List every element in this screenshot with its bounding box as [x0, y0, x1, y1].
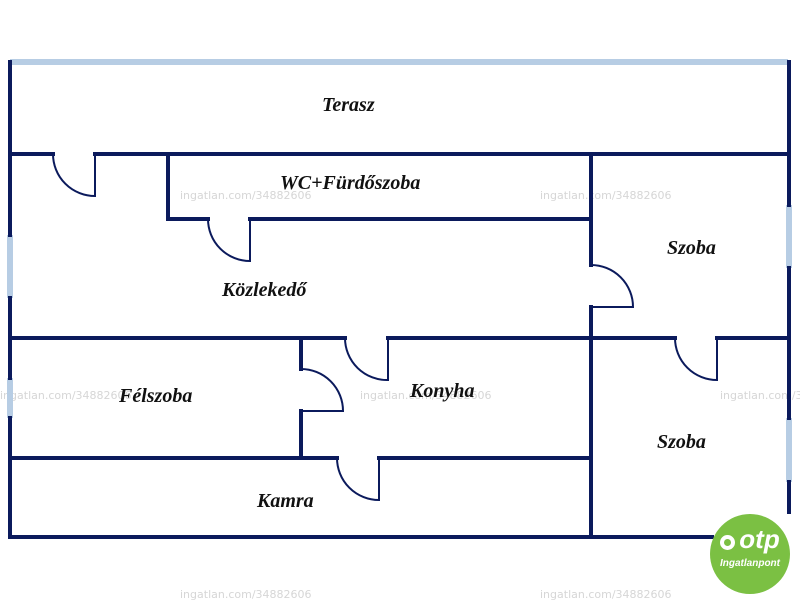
watermark: ingatlan.com/34882606 — [180, 588, 312, 600]
watermark: ingatlan.com/34882606 — [360, 389, 492, 402]
watermark: ingatlan.com/34882606 — [720, 389, 800, 402]
door-terrace — [52, 153, 96, 198]
logo-subtitle: Ingatlanpont — [720, 558, 780, 569]
windows — [7, 59, 792, 482]
room-label-wc-furdoszoba: WC+Fürdőszoba — [280, 172, 420, 194]
room-label-felszoba: Félszoba — [118, 385, 192, 407]
otp-logo-icon: otp Ingatlanpont — [710, 514, 790, 594]
room-label-terasz: Terasz — [322, 94, 375, 116]
door-kitchen — [344, 337, 389, 382]
watermark: ingatlan.com/34882606 — [540, 189, 672, 202]
door-bathroom — [207, 218, 251, 263]
door-room-top — [590, 264, 635, 308]
logo-mark: otp — [710, 524, 790, 554]
watermark: ingatlan.com/34882606 — [540, 588, 672, 600]
room-label-konyha: Konyha — [409, 380, 474, 402]
walls — [8, 60, 791, 539]
door-room-bottom — [674, 337, 718, 382]
room-labels: Terasz WC+Fürdőszoba Közlekedő Szoba Fél… — [118, 94, 716, 512]
door-pantry — [336, 457, 380, 502]
room-label-szoba-bottom: Szoba — [657, 431, 706, 453]
room-label-szoba-top: Szoba — [667, 237, 716, 259]
doors — [52, 153, 718, 502]
logo-ring-icon — [720, 535, 736, 550]
logo-name: otp — [739, 524, 780, 554]
room-label-kamra: Kamra — [256, 490, 314, 512]
watermark: ingatlan.com/34882606 — [0, 389, 132, 402]
door-halfroom — [300, 368, 345, 412]
watermarks: ingatlan.com/34882606 ingatlan.com/34882… — [0, 189, 800, 600]
watermark: ingatlan.com/34882606 — [180, 189, 312, 202]
room-label-kozlekedo: Közlekedő — [221, 279, 308, 301]
